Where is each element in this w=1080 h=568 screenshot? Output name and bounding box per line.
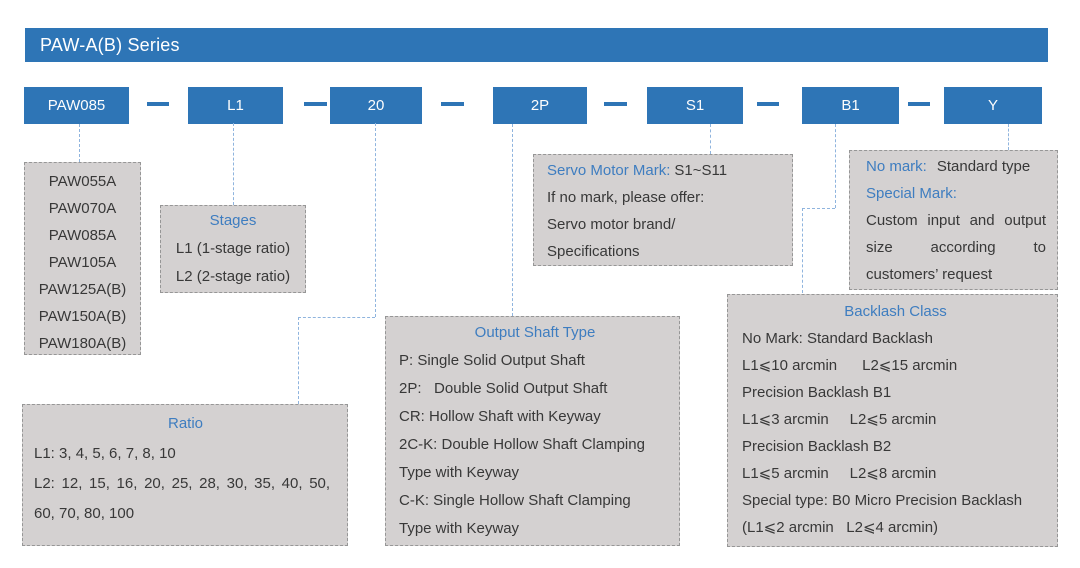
series-title-bar: PAW-A(B) Series [25, 28, 1048, 62]
text-line: No Mark: Standard Backlash [742, 330, 933, 347]
text-line: Precision Backlash B1 [742, 384, 892, 401]
text-line: L1: 3, 4, 5, 6, 7, 8, 10 [34, 445, 176, 462]
box-title: Backlash Class [844, 303, 947, 320]
connector-line [1008, 124, 1009, 150]
text-line: Servo Motor Mark:S1~S11 [547, 157, 784, 184]
connector-line [79, 124, 80, 162]
dash-separator [604, 102, 627, 106]
connector-line [298, 317, 299, 404]
text-line: L1⩽5 arcmin L2⩽8 arcmin [742, 465, 937, 482]
text-line: Type with Keyway [399, 464, 520, 481]
code-label: PAW085 [47, 97, 106, 114]
ratio-box: Ratio L1: 3, 4, 5, 6, 7, 8, 10 L2: 12, 1… [22, 404, 348, 546]
code-label: L1 [227, 97, 244, 114]
text-line: C-K: Single Hollow Shaft Clamping [399, 492, 631, 509]
text-line: P: Single Solid Output Shaft [399, 352, 585, 369]
connector-line [802, 208, 803, 293]
no-mark-label: No mark: [866, 158, 927, 175]
text-line: 2P: Double Solid Output Shaft [399, 380, 608, 397]
stages-box: Stages L1 (1-stage ratio) L2 (2-stage ra… [160, 205, 306, 293]
code-label: Y [987, 97, 998, 114]
text-line: PAW070A [48, 200, 117, 217]
text-line: Servo motor brand/ [547, 216, 676, 233]
text-line: 60, 70, 80, 100 [34, 505, 135, 522]
box-title: Stages [209, 212, 257, 229]
text-line: L1⩽3 arcmin L2⩽5 arcmin [742, 411, 937, 428]
connector-line [710, 124, 711, 154]
code-label: 2P [530, 97, 550, 114]
special-mark-label: Special Mark: [866, 185, 957, 202]
connector-line [835, 124, 836, 208]
dash-separator [757, 102, 779, 106]
box-title: Servo Motor Mark: [547, 162, 671, 179]
code-label: 20 [367, 97, 385, 114]
text-line: Type with Keyway [399, 520, 520, 537]
text-line: 2C-K: Double Hollow Shaft Clamping [399, 436, 645, 453]
models-box: PAW055A PAW070A PAW085A PAW105A PAW125A(… [24, 162, 141, 355]
backlash-box: Backlash Class No Mark: Standard Backlas… [727, 294, 1058, 547]
text-line: L1⩽10 arcmin L2⩽15 arcmin [742, 357, 958, 374]
code-segment-output-shaft: 2P [493, 87, 587, 124]
box-title: Output Shaft Type [474, 324, 596, 341]
connector-line [233, 123, 234, 205]
code-segment-ratio: 20 [330, 87, 422, 124]
code-segment-special-mark: Y [944, 87, 1042, 124]
text-line: Specifications [547, 243, 640, 260]
code-segment-model: PAW085 [24, 87, 129, 124]
code-segment-servo-mark: S1 [647, 87, 743, 124]
text-line: (L1⩽2 arcmin L2⩽4 arcmin) [742, 519, 939, 536]
text-line: If no mark, please offer: [547, 189, 705, 206]
special-mark-box: No mark: Standard type Special Mark: Cust… [849, 150, 1058, 290]
text-line: L1 (1-stage ratio) [175, 240, 291, 257]
text-line: L2: 12, 15, 16, 20, 25, 28, 30, 35, 40, … [34, 475, 331, 492]
servo-mark-box: Servo Motor Mark:S1~S11 If no mark, plea… [533, 154, 793, 266]
dash-separator [908, 102, 930, 106]
box-title: Ratio [167, 415, 204, 432]
text-line: Precision Backlash B2 [742, 438, 892, 455]
text-line: PAW085A [48, 227, 117, 244]
text-line: PAW150A(B) [38, 308, 127, 325]
code-label: B1 [841, 97, 860, 114]
connector-line [298, 317, 375, 318]
page-title: PAW-A(B) Series [40, 35, 180, 55]
text-line: No mark: Standard type [866, 153, 1046, 180]
text-line: PAW180A(B) [38, 335, 127, 352]
text-value: S1~S11 [674, 162, 728, 179]
connector-line [375, 123, 376, 317]
text-line: L2 (2-stage ratio) [175, 268, 291, 285]
output-shaft-box: Output Shaft Type P: Single Solid Output… [385, 316, 680, 546]
dash-separator [147, 102, 169, 106]
text-line: PAW055A [48, 173, 117, 190]
text-line: Custom input and output size according t… [866, 212, 1051, 283]
text-line: PAW105A [48, 254, 117, 271]
text-value: Standard type [936, 158, 1031, 175]
code-segment-stage: L1 [188, 87, 283, 124]
connector-line [512, 124, 513, 316]
dash-separator [304, 102, 327, 106]
code-segment-backlash: B1 [802, 87, 899, 124]
text-line: PAW125A(B) [38, 281, 127, 298]
code-label: S1 [685, 97, 705, 114]
text-line: CR: Hollow Shaft with Keyway [399, 408, 601, 425]
dash-separator [441, 102, 464, 106]
text-line: Special type: B0 Micro Precision Backlas… [742, 492, 1023, 509]
connector-line [802, 208, 835, 209]
